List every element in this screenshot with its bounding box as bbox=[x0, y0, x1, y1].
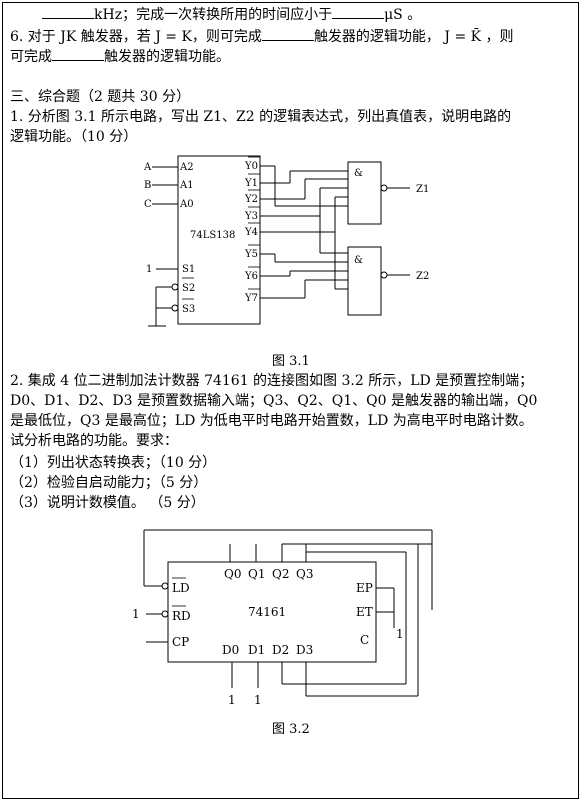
decoder-chip-body bbox=[177, 155, 261, 325]
d1-input-value: 1 bbox=[254, 693, 262, 707]
output-z2: Z2 bbox=[416, 271, 429, 282]
pin-s2: S2 bbox=[182, 283, 195, 294]
blank[interactable] bbox=[42, 4, 94, 19]
s1-input-value: 1 bbox=[146, 264, 152, 275]
pin-q2: Q2 bbox=[272, 567, 289, 581]
pin-d1: D1 bbox=[248, 643, 265, 657]
question-6-line-1: 6. 对于 JK 触发器，若 J = K，则可完成 触发器的逻辑功能， J = K… bbox=[10, 26, 514, 46]
pin-y4: Y4 bbox=[244, 227, 258, 238]
text-segment: 6. 对于 JK 触发器，若 J = K，则可完成 bbox=[10, 29, 262, 45]
d0-input-value: 1 bbox=[228, 693, 236, 707]
text-segment: 触发器的逻辑功能， J = K̄ ，则 bbox=[313, 29, 514, 45]
text-segment: 触发器的逻辑功能。 bbox=[104, 49, 230, 65]
pin-d2: D2 bbox=[272, 643, 289, 657]
pin-y5: Y5 bbox=[244, 249, 258, 260]
pin-rd: RD bbox=[172, 609, 191, 623]
pin-q3: Q3 bbox=[296, 567, 313, 581]
fill-blank-line-1: kHz；完成一次转换所用的时间应小于 μS 。 bbox=[10, 4, 421, 24]
section-3-heading: 三、综合题（2 题共 30 分） bbox=[10, 89, 191, 105]
question-1-line-2: 逻辑功能。（10 分） bbox=[10, 129, 138, 145]
chip-label: 74161 bbox=[248, 605, 286, 619]
pin-d0: D0 bbox=[222, 643, 239, 657]
pin-y0: Y0 bbox=[244, 161, 258, 172]
nand-gate-1 bbox=[347, 161, 382, 225]
output-z1: Z1 bbox=[416, 184, 429, 195]
question-2-line-2: D0、D1、D2、D3 是预置数据输入端；Q3、Q2、Q1、Q0 是触发器的输出… bbox=[10, 393, 538, 409]
question-1-line-1: 1. 分析图 3.1 所示电路，写出 Z1、Z2 的逻辑表达式，列出真值表，说明… bbox=[10, 109, 512, 125]
pin-y3: Y3 bbox=[244, 211, 258, 222]
pin-a0: A0 bbox=[179, 199, 194, 210]
pin-s3: S3 bbox=[182, 304, 195, 315]
nand-gate-2 bbox=[347, 246, 382, 316]
figure-3-1-caption: 图 3.1 bbox=[272, 354, 310, 369]
blank[interactable] bbox=[261, 26, 314, 41]
question-6-line-2: 可完成 触发器的逻辑功能。 bbox=[10, 46, 230, 66]
figure-3-2: LD RD CP 1 Q0 Q1 Q2 Q3 74161 EP ET C 1 D… bbox=[132, 529, 433, 707]
pin-y1: Y1 bbox=[244, 178, 258, 189]
input-label-b: B bbox=[144, 180, 151, 191]
pin-a2: A2 bbox=[179, 162, 194, 173]
blank[interactable] bbox=[52, 46, 104, 61]
rd-input-value: 1 bbox=[132, 607, 140, 621]
pin-ld: LD bbox=[172, 581, 190, 595]
gate-1-symbol: & bbox=[354, 168, 363, 179]
text-segment: 可完成 bbox=[10, 49, 52, 65]
pin-cp: CP bbox=[172, 635, 189, 649]
pin-y2: Y2 bbox=[244, 194, 258, 205]
pin-ep: EP bbox=[356, 581, 373, 595]
requirement-3: （3）说明计数模值。 （5 分） bbox=[10, 495, 205, 511]
input-label-a: A bbox=[143, 162, 152, 173]
requirement-1: （1）列出状态转换表；（10 分） bbox=[10, 455, 217, 471]
figure-3-1: A B C A2 A1 A0 74LS138 1 S1 S2 S3 Y0 Y1 … bbox=[143, 155, 429, 327]
blank[interactable] bbox=[332, 4, 385, 19]
pin-y7: Y7 bbox=[244, 293, 258, 304]
pin-s1: S1 bbox=[182, 264, 195, 275]
ep-et-input-value: 1 bbox=[396, 627, 404, 641]
text-segment: μS 。 bbox=[384, 7, 422, 23]
pin-et: ET bbox=[356, 605, 373, 619]
gate-2-symbol: & bbox=[354, 255, 363, 266]
pin-q1: Q1 bbox=[248, 567, 265, 581]
input-label-c: C bbox=[144, 199, 152, 210]
pin-y6: Y6 bbox=[244, 271, 258, 282]
pin-q0: Q0 bbox=[224, 567, 241, 581]
question-2-line-4: 试分析电路的功能。要求： bbox=[10, 433, 178, 449]
figure-3-2-caption: 图 3.2 bbox=[272, 722, 310, 737]
chip-label: 74LS138 bbox=[190, 230, 235, 241]
text-segment: kHz；完成一次转换所用的时间应小于 bbox=[94, 7, 333, 23]
requirement-2: （2）检验自启动能力；（5 分） bbox=[10, 475, 208, 491]
question-2-line-3: 是最低位，Q3 是最高位；LD 为低电平时电路开始置数，LD 为高电平时电路计数… bbox=[10, 413, 533, 429]
pin-a1: A1 bbox=[179, 180, 194, 191]
pin-d3: D3 bbox=[296, 643, 313, 657]
question-2-line-1: 2. 集成 4 位二进制加法计数器 74161 的连接图如图 3.2 所示，LD… bbox=[10, 373, 534, 389]
pin-c: C bbox=[360, 633, 369, 647]
